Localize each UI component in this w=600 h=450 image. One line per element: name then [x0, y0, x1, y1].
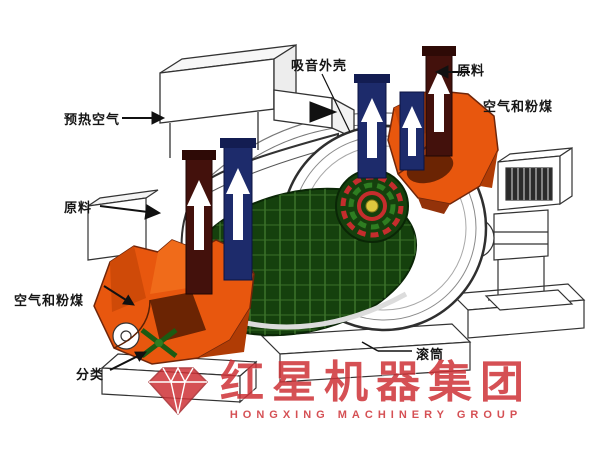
label-classification: 分类: [76, 367, 105, 382]
pipe-air-coal-center: [354, 74, 390, 179]
label-air-coal-right: 空气和粉煤: [483, 99, 554, 114]
label-preheated-air: 预热空气: [64, 112, 121, 127]
pipe-raw-material-right: [422, 46, 456, 157]
arrow-sound-shell: [309, 73, 351, 133]
label-drum: 滚筒: [416, 347, 445, 362]
pipe-air-coal-left: [220, 138, 256, 281]
pipe-raw-material-left: [182, 150, 216, 295]
arrow-raw-material-top: [434, 65, 470, 79]
diamond-logo-icon: [147, 366, 209, 415]
watermark-brand-cn: 红星机器集团: [220, 358, 532, 407]
feeder-box: [87, 189, 159, 261]
watermark: 红星机器集团 HONGXING MACHINERY GROUP: [146, 358, 532, 422]
pipes: [182, 46, 456, 295]
preheater-duct: [159, 43, 355, 158]
ring-mechanism: [335, 169, 409, 243]
label-arrows: [99, 65, 470, 371]
watermark-text: 红星机器集团 HONGXING MACHINERY GROUP: [220, 358, 532, 422]
arrow-preheated-air: [122, 111, 166, 125]
arrow-air-coal-left: [103, 285, 135, 306]
classifier-housing: [93, 239, 255, 365]
arrow-raw-material-left: [99, 204, 162, 220]
pipe-air-coal-right: [399, 91, 425, 171]
arrow-classification: [109, 351, 147, 371]
leader-drum: [361, 341, 412, 352]
label-air-coal-left: 空气和粉煤: [14, 293, 85, 308]
watermark-brand-en: HONGXING MACHINERY GROUP: [229, 409, 523, 422]
label-raw-material-left: 原料: [64, 200, 93, 215]
label-raw-material-top: 原料: [457, 63, 486, 78]
label-sound-shell: 吸音外壳: [291, 58, 348, 73]
